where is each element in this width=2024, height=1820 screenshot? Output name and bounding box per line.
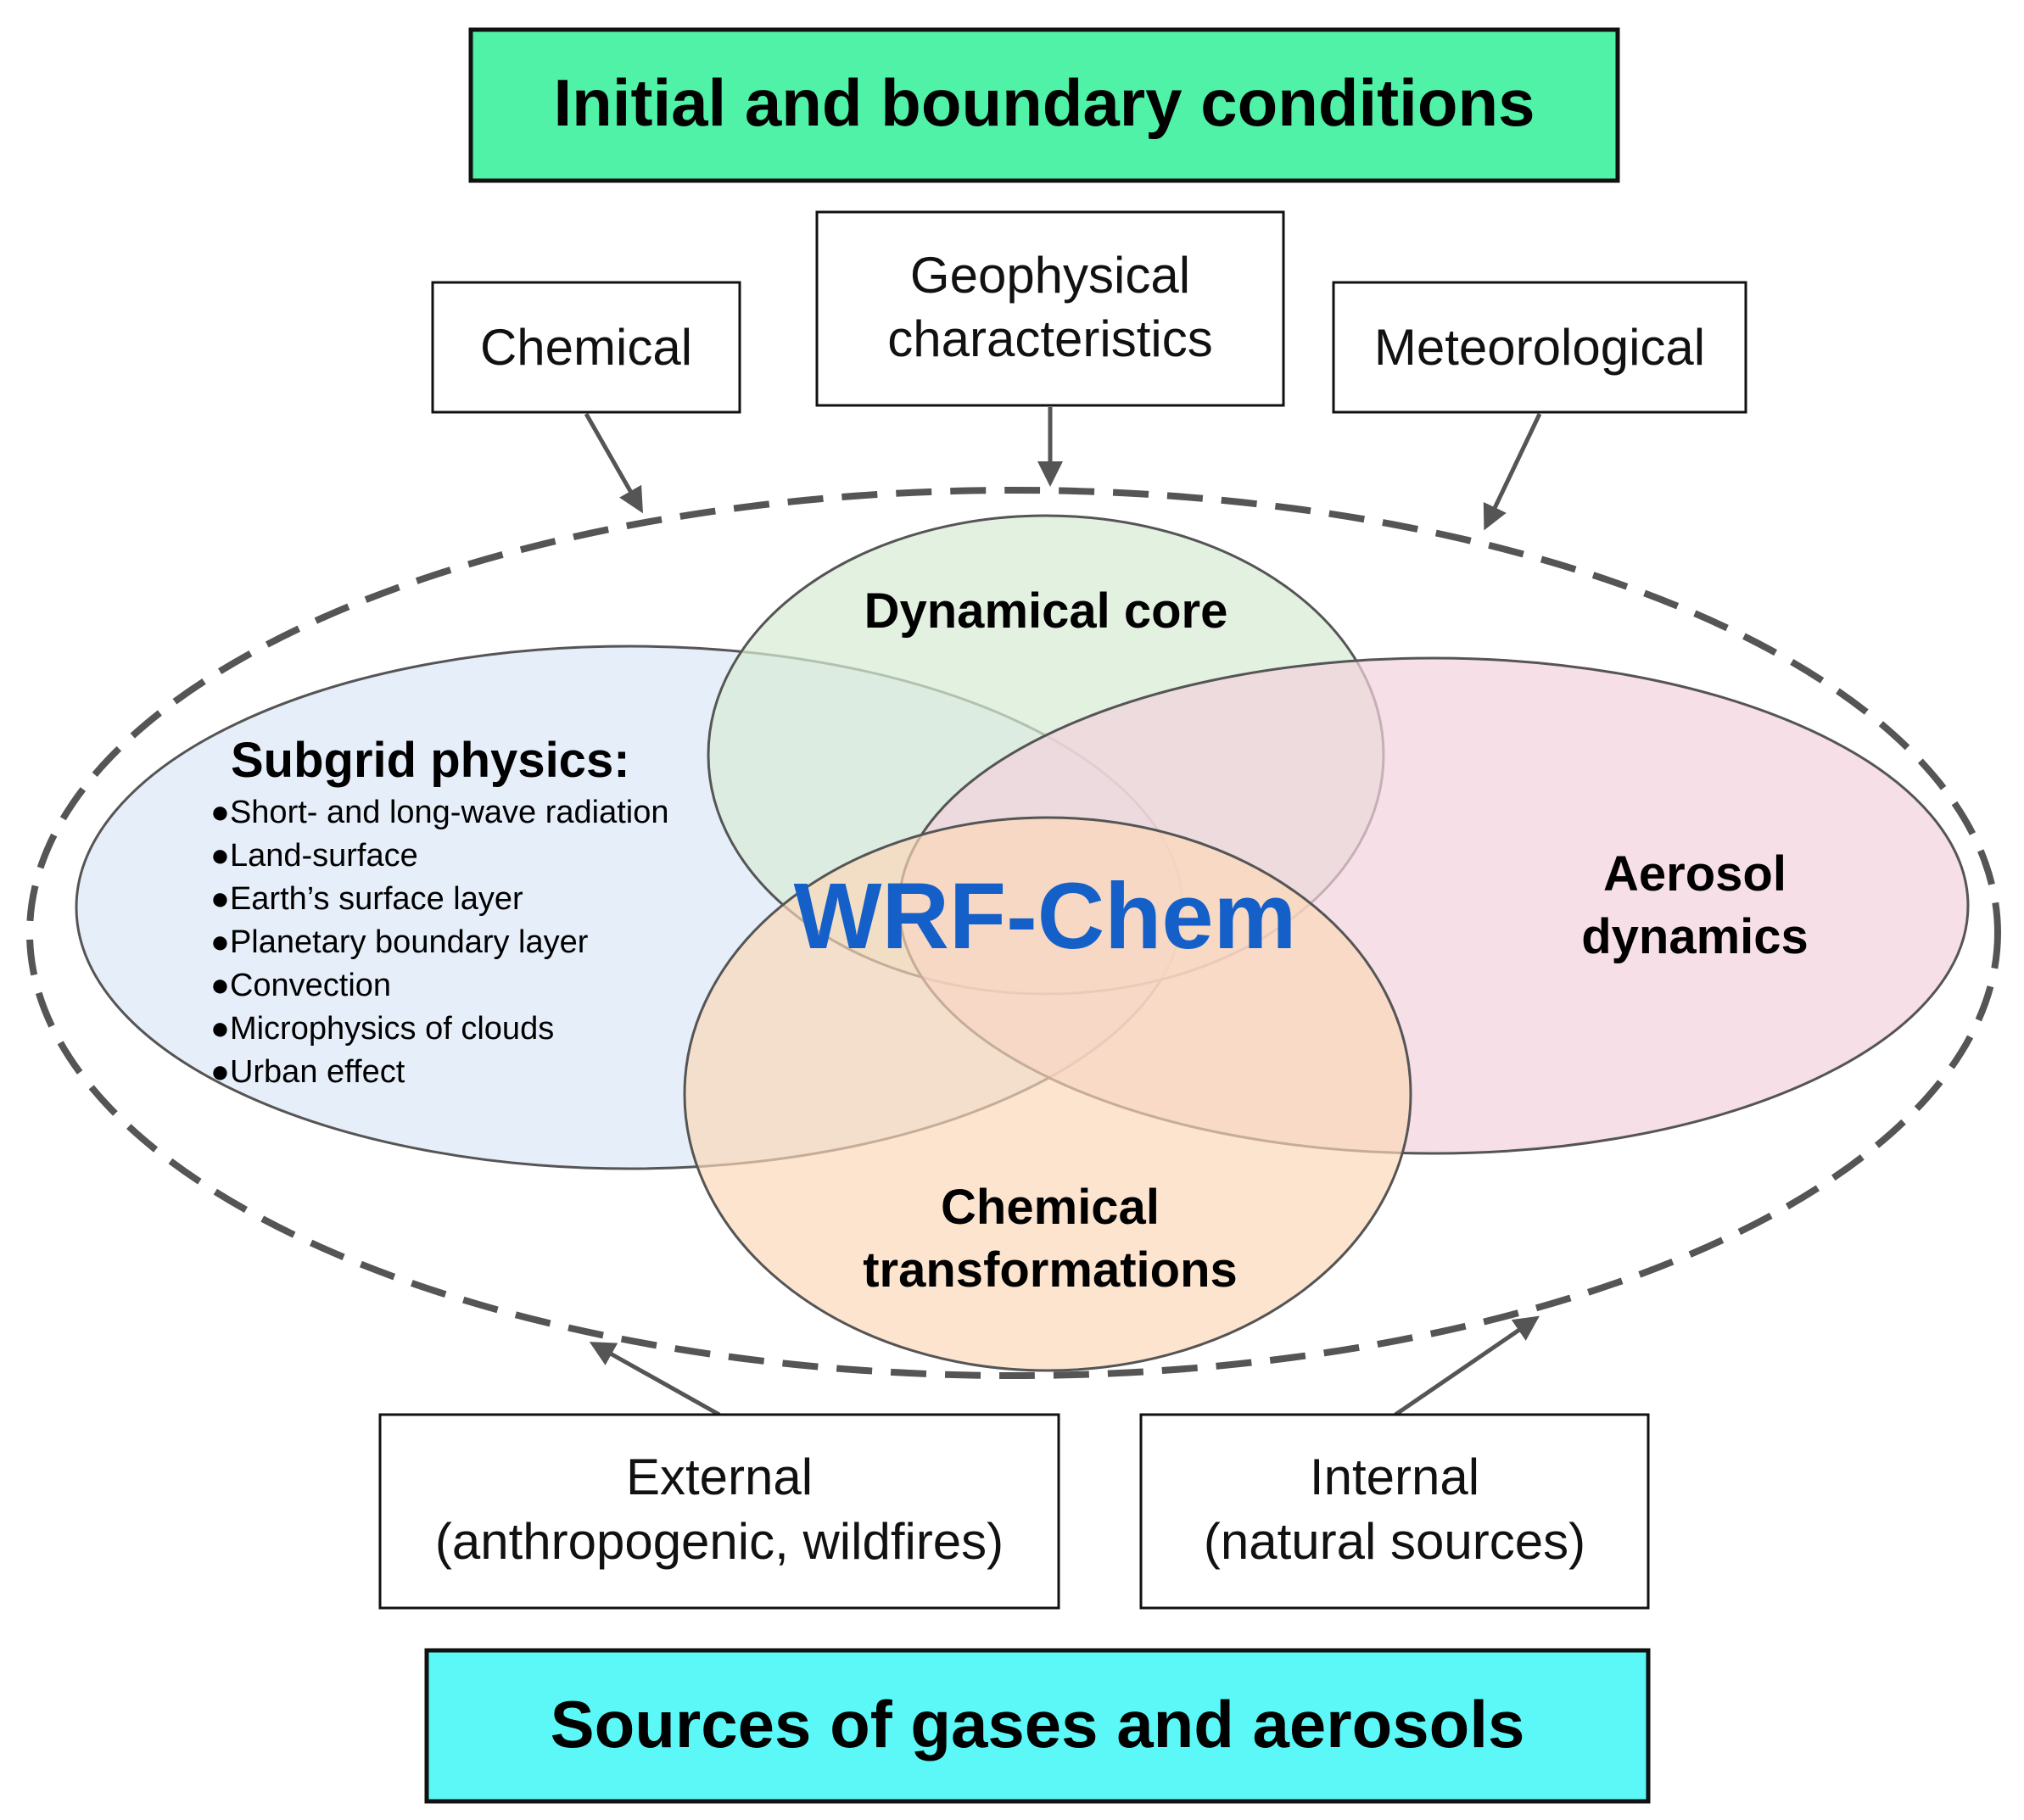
subgrid-item: ●Microphysics of clouds: [210, 1011, 554, 1047]
chemical-transformations-label-line1: Chemical: [941, 1180, 1160, 1235]
internal-source-label-line1: Internal: [1310, 1449, 1479, 1505]
meteorological-input-box: [1332, 281, 1747, 414]
model-boundary-dashed-ellipse: [26, 487, 2001, 1379]
meteorological-arrow: [1483, 412, 1542, 531]
subgrid-item: ●Land-surface: [210, 838, 418, 874]
geophysical-input-label-line2: characteristics: [887, 310, 1212, 367]
bottom-banner-title: Sources of gases and aerosols: [551, 1687, 1525, 1761]
chemical-input-box: [431, 281, 741, 414]
external-source-label-line1: External: [626, 1449, 813, 1505]
top-banner: [468, 27, 1620, 183]
subgrid-item: ●Urban effect: [210, 1054, 405, 1090]
internal-source-arrow: [1394, 1315, 1540, 1417]
chemical-transformations-label-line2: transformations: [863, 1242, 1238, 1298]
bottom-banner: [424, 1648, 1651, 1804]
internal-source-label-line2: (natural sources): [1204, 1513, 1585, 1570]
subgrid-physics-title: Subgrid physics:: [231, 733, 630, 788]
subgrid-item: ●Earth’s surface layer: [210, 881, 523, 917]
internal-source-box: [1139, 1413, 1650, 1610]
chemical-arrow: [584, 412, 643, 514]
geophysical-input-box: [815, 210, 1285, 407]
external-source-arrow: [589, 1342, 721, 1417]
external-source-box: [378, 1413, 1060, 1610]
aerosol-dynamics-label-line2: dynamics: [1581, 909, 1809, 964]
wrf-chem-center-label: WRF-Chem: [794, 864, 1297, 969]
subgrid-item: ●Short- and long-wave radiation: [210, 795, 668, 830]
geophysical-input-label-line1: Geophysical: [910, 247, 1190, 304]
subgrid-item: ●Planetary boundary layer: [210, 924, 589, 960]
chemical-input-label: Chemical: [480, 319, 692, 376]
chemical-transformations-ellipse: [683, 816, 1412, 1372]
aerosol-dynamics-label-line1: Aerosol: [1603, 846, 1786, 902]
top-banner-title: Initial and boundary conditions: [553, 65, 1535, 140]
external-source-label-line2: (anthropogenic, wildfires): [435, 1513, 1004, 1570]
dynamical-core-label: Dynamical core: [864, 583, 1228, 639]
subgrid-physics-list: ●Short- and long-wave radiation ●Land-su…: [210, 795, 668, 1090]
meteorological-input-label: Meteorological: [1374, 319, 1705, 376]
subgrid-item: ●Convection: [210, 968, 391, 1003]
